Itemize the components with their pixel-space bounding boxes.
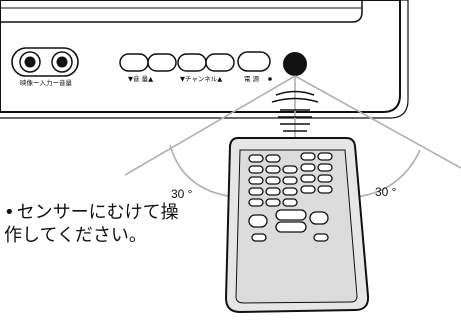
input-label: 映像ー入力ー音量 bbox=[20, 79, 72, 87]
volume-buttons bbox=[119, 53, 177, 72]
left-angle-label: 30 ° bbox=[171, 187, 193, 201]
signal-waves bbox=[271, 90, 319, 132]
indicator-dot bbox=[268, 77, 272, 81]
channel-buttons bbox=[177, 53, 235, 72]
remote-sensor bbox=[283, 52, 307, 76]
right-angle-label: 30 ° bbox=[375, 185, 397, 199]
power-button bbox=[237, 51, 271, 72]
volume-label: ▼音 量▲ bbox=[128, 75, 154, 83]
note-text: センサーにむけて操作してください。 bbox=[4, 202, 179, 246]
power-label: 電 源 bbox=[244, 75, 260, 83]
note-bullet: • bbox=[4, 202, 15, 223]
remote-buttons bbox=[248, 152, 333, 242]
operation-note: •センサーにむけて操作してください。 bbox=[4, 201, 179, 247]
av-input-jacks bbox=[11, 47, 79, 77]
channel-label: ▼チャンネル▲ bbox=[180, 75, 223, 83]
remote-control bbox=[224, 137, 370, 314]
